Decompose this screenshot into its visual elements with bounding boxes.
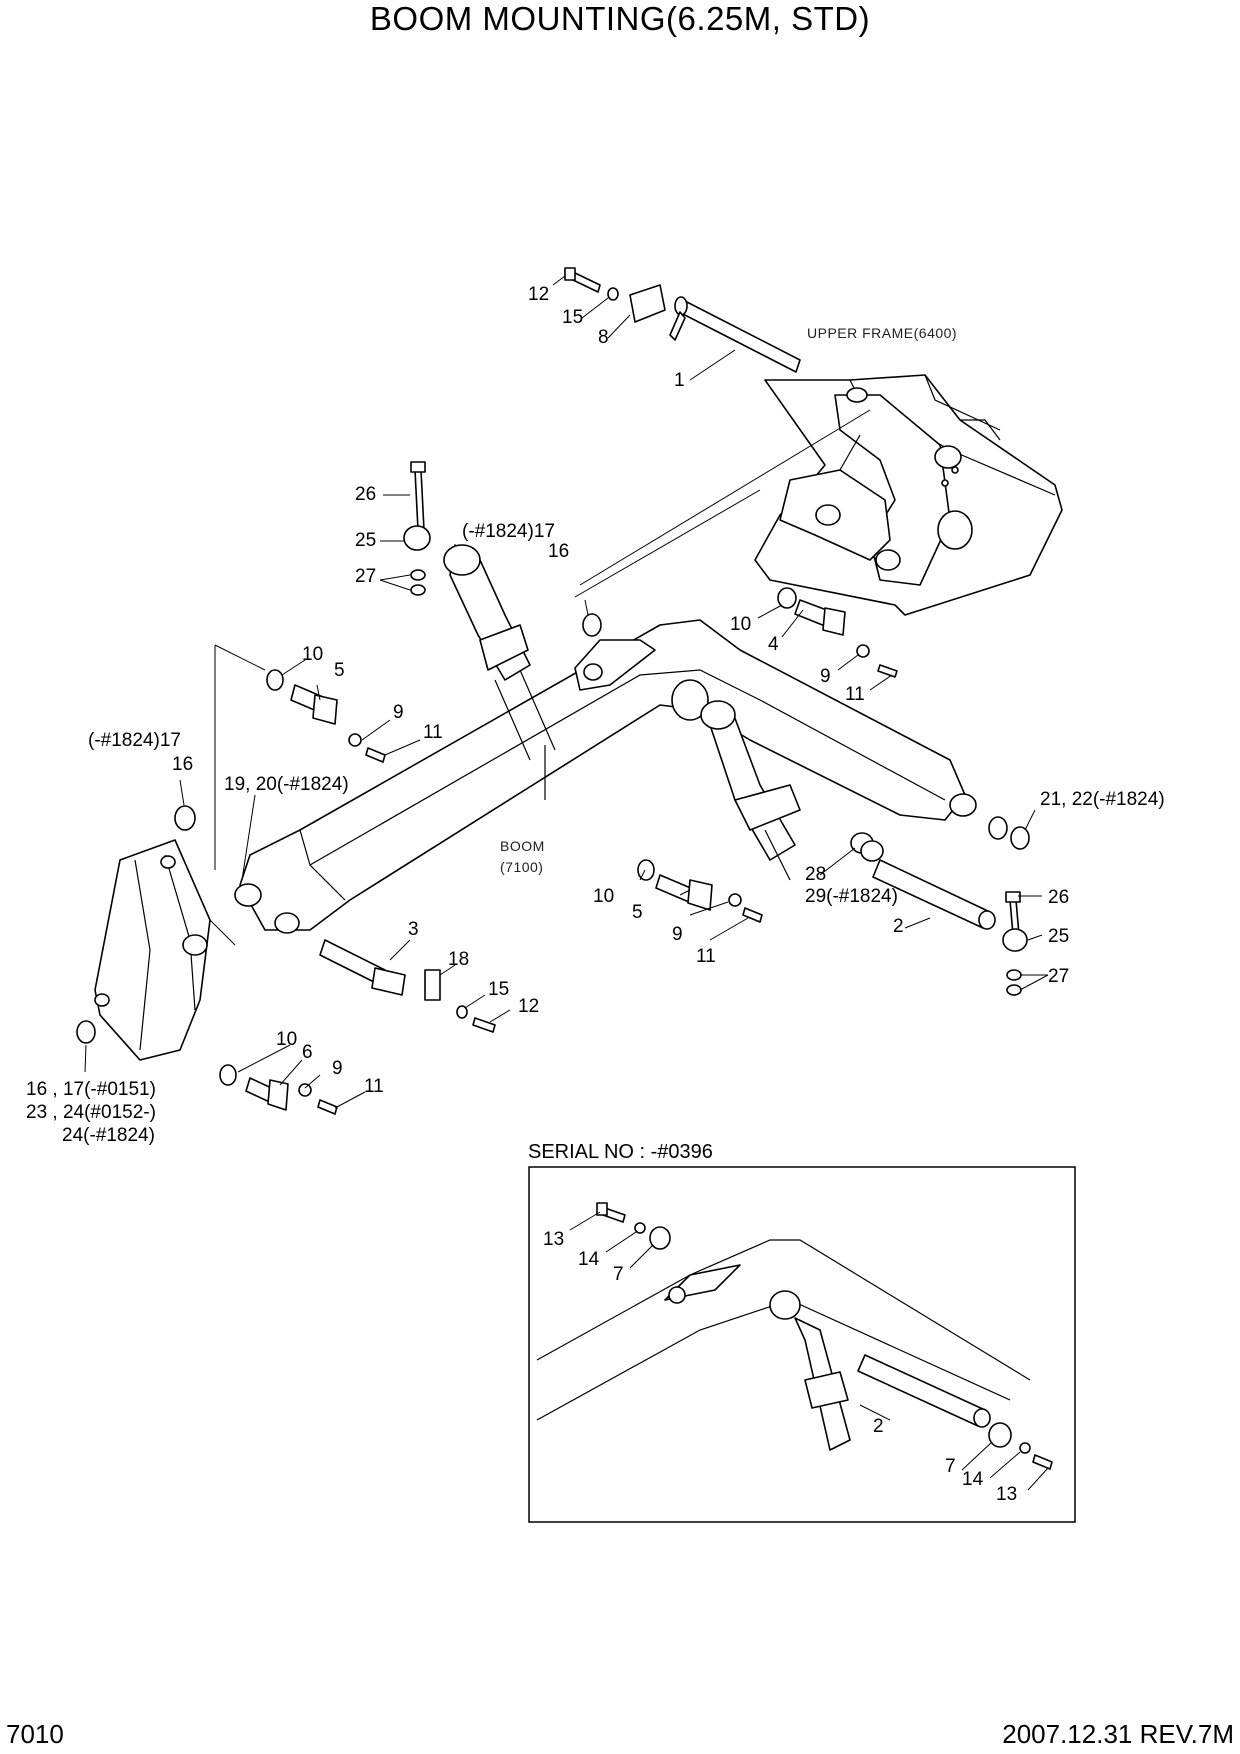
callout-25-right: 25 bbox=[1048, 926, 1069, 947]
page-number: 7010 bbox=[6, 1719, 64, 1749]
swing-bracket-drawing bbox=[94, 644, 266, 1061]
callout-labels: 12 15 8 1 26 25 27 (-#1824)17 16 10 4 9 … bbox=[26, 284, 1165, 1146]
inset-callout-2: 2 bbox=[873, 1416, 884, 1437]
callout-24: 24(-#1824) bbox=[62, 1125, 155, 1146]
callout-11-upper: 11 bbox=[423, 722, 443, 743]
callout-19-20: 19, 20(-#1824) bbox=[224, 774, 349, 795]
callout-21-22: 21, 22(-#1824) bbox=[1040, 789, 1165, 810]
callout-12-lower: 12 bbox=[518, 996, 539, 1017]
inset-callout-13-top: 13 bbox=[543, 1229, 564, 1250]
boom-cylinder-right bbox=[700, 700, 801, 881]
inset-callout-14-bottom: 14 bbox=[962, 1469, 984, 1490]
callout-25: 25 bbox=[355, 530, 376, 551]
callout-1: 1 bbox=[674, 370, 685, 391]
callout-27: 27 bbox=[355, 566, 376, 587]
callout-8: 8 bbox=[598, 327, 609, 348]
callout-29: 29(-#1824) bbox=[805, 886, 898, 907]
serial-inset: SERIAL NO : -#0396 13 14 7 2 7 14 13 bbox=[528, 1141, 1076, 1523]
upper-frame-label: UPPER FRAME(6400) bbox=[807, 325, 957, 341]
callout-26: 26 bbox=[355, 484, 376, 505]
callout-10-upper: 10 bbox=[302, 644, 323, 665]
hardware-parts bbox=[76, 267, 1030, 1115]
boom-label-line2: (7100) bbox=[500, 859, 543, 875]
callout-27-right: 27 bbox=[1048, 966, 1069, 987]
callout-10-lower: 10 bbox=[593, 886, 614, 907]
callout-9-lower: 9 bbox=[672, 924, 683, 945]
callout-17-left: (-#1824)17 bbox=[88, 730, 181, 751]
callout-26-right: 26 bbox=[1048, 887, 1069, 908]
boom-cylinder-left bbox=[443, 544, 556, 761]
inset-frame bbox=[528, 1166, 1076, 1523]
callout-4: 4 bbox=[768, 634, 779, 655]
callout-18: 18 bbox=[448, 949, 469, 970]
inset-callout-14-top: 14 bbox=[578, 1249, 600, 1270]
page-title: BOOM MOUNTING(6.25M, STD) bbox=[369, 0, 871, 37]
callout-5-lower: 5 bbox=[632, 902, 643, 923]
callout-3: 3 bbox=[408, 919, 419, 940]
callout-23-24: 23 , 24(#0152-) bbox=[26, 1102, 156, 1123]
callout-9-upper: 9 bbox=[393, 702, 404, 723]
callout-15-lower: 15 bbox=[488, 979, 509, 1000]
inset-callout-13-bottom: 13 bbox=[996, 1484, 1017, 1505]
callout-9-right: 9 bbox=[820, 666, 831, 687]
callout-11-right: 11 bbox=[845, 684, 865, 705]
callout-11-lower: 11 bbox=[696, 946, 716, 967]
boom-label-line1: BOOM bbox=[500, 838, 545, 854]
callout-9-bottom: 9 bbox=[332, 1058, 343, 1079]
inset-callout-7-bottom: 7 bbox=[945, 1456, 956, 1477]
boom-drawing bbox=[234, 619, 977, 934]
callout-11-bottom: 11 bbox=[364, 1076, 384, 1097]
callout-10-right: 10 bbox=[730, 614, 751, 635]
callout-10-bottom: 10 bbox=[276, 1029, 297, 1050]
callout-6: 6 bbox=[302, 1042, 313, 1063]
upper-frame-drawing bbox=[574, 374, 1063, 616]
callout-16-left: 16 bbox=[172, 754, 193, 775]
callout-15: 15 bbox=[562, 307, 583, 328]
callout-2: 2 bbox=[893, 916, 904, 937]
callout-12: 12 bbox=[528, 284, 549, 305]
callout-16-17: 16 , 17(-#0151) bbox=[26, 1079, 156, 1100]
callout-16-top: 16 bbox=[548, 541, 569, 562]
callout-17-top: (-#1824)17 bbox=[462, 521, 555, 542]
revision-label: 2007.12.31 REV.7M bbox=[1002, 1719, 1234, 1749]
inset-serial-label: SERIAL NO : -#0396 bbox=[528, 1141, 713, 1163]
callout-5-upper: 5 bbox=[334, 660, 345, 681]
callout-28: 28 bbox=[805, 864, 826, 885]
leader-lines bbox=[84, 275, 1049, 1109]
inset-callout-7-top: 7 bbox=[613, 1264, 624, 1285]
